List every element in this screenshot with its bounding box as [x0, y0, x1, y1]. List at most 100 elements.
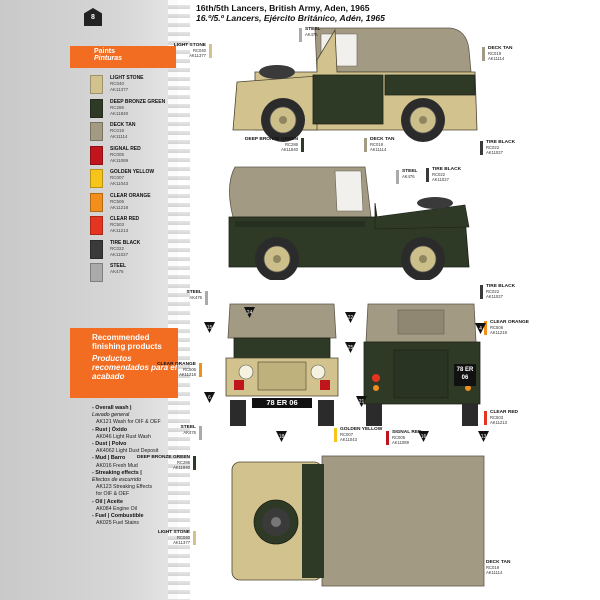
callout-color-bar — [396, 170, 399, 184]
callout-paint-code: AK11114 — [488, 56, 505, 61]
callout-paint-code: AK11377 — [173, 540, 190, 545]
callout-paint-name: STEEL — [180, 425, 196, 430]
callout-paint-name: SIGNAL RED — [392, 430, 422, 435]
callout-color-bar — [299, 28, 302, 42]
color-swatch — [90, 145, 103, 165]
paint-name: DECK TAN — [110, 122, 136, 128]
callout-paint-name: STEEL — [402, 169, 418, 174]
callout-paint-name: STEEL — [186, 290, 202, 295]
vehicle-front-view — [225, 303, 339, 426]
callout-paint-code: RC503 — [490, 415, 504, 420]
callout-paint-code: AK11218 — [490, 330, 507, 335]
paints-title: Paints — [94, 48, 116, 55]
callout-paint-name: LIGHT STONE — [173, 43, 206, 48]
position-marker: 24 — [244, 307, 255, 318]
paint-code: RC503 — [110, 222, 125, 227]
callout-paint-code: RC005 — [392, 435, 406, 440]
finish-category: - Oil | Aceite — [92, 498, 123, 505]
position-marker: 15 — [204, 322, 215, 333]
color-swatch — [90, 239, 103, 259]
position-marker: 6 — [204, 392, 215, 403]
color-swatch — [90, 263, 103, 282]
finish-product: for OIF & OEF — [96, 491, 130, 498]
color-swatch — [90, 98, 103, 118]
paint-name: CLEAR RED — [110, 216, 140, 222]
callout-paint-code: AK476 — [189, 295, 202, 300]
page-title: 16th/5th Lancers, British Army, Aden, 19… — [196, 3, 385, 23]
position-marker: 4 — [475, 323, 486, 334]
vehicle-left-side-view — [232, 27, 478, 142]
callout-color-bar — [193, 531, 196, 545]
callout-paint-code: AK11089 — [392, 440, 409, 445]
finish-product: AK121 Wash for OIF & OEF — [96, 419, 161, 426]
position-marker: 22 — [345, 312, 356, 323]
callout-paint-code: AK476 — [183, 430, 196, 435]
finish-product: AK016 Fresh Mud — [96, 462, 138, 469]
finish-product: AK4062 Light Dust Deposit — [96, 448, 159, 455]
vehicle-right-side-view — [228, 166, 470, 280]
position-marker: 18 — [276, 431, 287, 442]
callout-paint-name: DECK TAN — [486, 560, 511, 565]
callout-paint-code: RC286 — [284, 142, 298, 147]
callout-paint-code: AK11027 — [486, 150, 503, 155]
paint-code: AK11114 — [110, 134, 128, 139]
paint-code: AK476 — [110, 269, 124, 274]
paint-code: AK11840 — [110, 110, 129, 116]
finish-category: - Streaking effects | — [92, 469, 142, 476]
callout-color-bar — [193, 456, 196, 470]
title-english: 16th/5th Lancers, British Army, Aden, 19… — [196, 3, 370, 13]
paint-code: RC286 — [110, 104, 125, 110]
callout-paint-code: RC022 — [432, 172, 446, 177]
finish-category-spanish: Lavado general — [92, 412, 130, 419]
paints-subtitle: Pinturas — [94, 55, 123, 62]
callout-paint-code: RC506 — [490, 325, 504, 330]
callout-color-bar — [334, 428, 337, 442]
color-swatch — [90, 192, 103, 212]
finish-product: AK025 Fuel Stains — [96, 520, 139, 527]
paint-name: TIRE BLACK — [110, 239, 141, 246]
color-swatch — [90, 122, 103, 141]
callout-paint-code: AK11840 — [173, 465, 190, 470]
finish-product: AK084 Engine Oil — [96, 505, 137, 512]
callout-paint-code: AK11027 — [486, 294, 503, 299]
rear-plate-top-line: 78 ER — [456, 367, 474, 373]
callout-paint-code: AK11114 — [370, 147, 387, 152]
sidebar-torn-edge — [168, 0, 190, 600]
front-number-plate: 78 ER 06 — [266, 398, 298, 407]
finish-category: - Dust | Polvo — [92, 441, 127, 448]
vehicle-top-view — [231, 455, 485, 587]
callout-paint-name: CLEAR RED — [490, 410, 518, 415]
paint-code: RC005 — [110, 151, 125, 157]
color-swatch — [90, 75, 103, 94]
callout-paint-code: AK11114 — [486, 570, 503, 575]
callout-paint-name: STEEL — [305, 27, 321, 32]
callout-color-bar — [199, 363, 202, 377]
callout-color-bar — [484, 411, 487, 425]
paint-code: RC506 — [110, 198, 125, 204]
finish-product: AK123 Streaking Effects — [96, 484, 153, 491]
position-marker: 21 — [356, 396, 367, 407]
callout-paint-name: LIGHT STONE — [157, 530, 190, 535]
paint-name: DEEP BRONZE GREEN — [110, 98, 166, 105]
callout-paint-name: TIRE BLACK — [432, 167, 462, 172]
callout-color-bar — [480, 561, 483, 575]
paint-code: AK11027 — [110, 251, 129, 257]
rear-number-plate: 78 ER 06 — [454, 366, 476, 382]
position-marker: 13 — [478, 431, 489, 442]
